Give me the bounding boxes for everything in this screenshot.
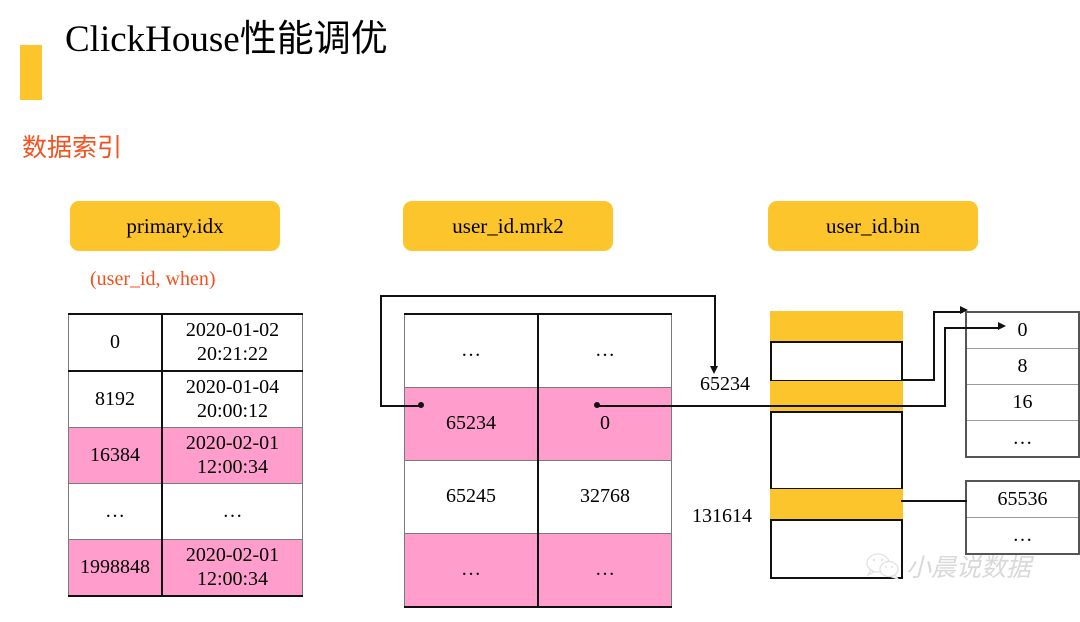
cell-when-date: … bbox=[222, 499, 243, 522]
cell-block-offset: … bbox=[404, 313, 539, 388]
connector-line bbox=[944, 327, 1000, 329]
table-row: 8 bbox=[965, 348, 1080, 385]
connector-line bbox=[901, 500, 967, 502]
table-row: … bbox=[965, 517, 1080, 555]
connector-line bbox=[901, 379, 935, 381]
cell-when-time: 12:00:34 bbox=[196, 455, 269, 478]
cell-when-date: 2020-02-01 bbox=[185, 431, 280, 454]
table-row: … … bbox=[404, 313, 672, 388]
cell-when: 2020-01-02 20:21:22 bbox=[161, 313, 303, 372]
label-offset-65234: 65234 bbox=[700, 373, 750, 395]
table-row: 65245 32768 bbox=[404, 460, 672, 534]
file-label-user-id-mrk2: user_id.mrk2 bbox=[403, 201, 613, 251]
cell-when-date: 2020-01-04 bbox=[185, 375, 280, 398]
granule-offsets-bottom-table: 65536 … bbox=[965, 480, 1080, 555]
arrow-right-icon bbox=[960, 306, 968, 314]
bin-compressed-block-3 bbox=[770, 489, 903, 520]
table-row: 1998848 2020-02-01 12:00:34 bbox=[68, 539, 303, 597]
cell-offset: … bbox=[965, 420, 1080, 458]
cell-block-offset: … bbox=[404, 533, 539, 608]
table-row: 65536 bbox=[965, 480, 1080, 518]
cell-granule-offset: … bbox=[537, 533, 672, 608]
watermark-text: 小晨说数据 bbox=[906, 554, 1032, 582]
connector-line bbox=[380, 295, 382, 406]
primary-idx-table: 0 2020-01-02 20:21:22 8192 2020-01-04 20… bbox=[68, 313, 303, 597]
cell-granule-offset: … bbox=[537, 313, 672, 388]
cell-granule-offset: 0 bbox=[537, 387, 672, 461]
cell-offset: 16 bbox=[965, 384, 1080, 421]
cell-when: 2020-01-04 20:00:12 bbox=[161, 370, 303, 428]
cell-offset: 65536 bbox=[965, 480, 1080, 518]
cell-mark: 0 bbox=[68, 313, 163, 372]
cell-offset: 8 bbox=[965, 348, 1080, 385]
cell-when-time: 20:00:12 bbox=[196, 399, 269, 422]
table-row: … … bbox=[68, 483, 303, 540]
cell-offset: 0 bbox=[965, 311, 1080, 349]
wechat-icon bbox=[866, 553, 899, 579]
cell-when-time: 20:21:22 bbox=[196, 342, 269, 365]
arrow-down-icon bbox=[710, 366, 718, 374]
page-title: ClickHouse性能调优 bbox=[65, 19, 388, 60]
file-label-primary-idx: primary.idx bbox=[70, 201, 280, 251]
bin-compressed-block-1 bbox=[770, 311, 903, 342]
file-label-user-id-bin: user_id.bin bbox=[768, 201, 978, 251]
arrow-right-icon bbox=[998, 322, 1006, 330]
cell-block-offset: 65245 bbox=[404, 460, 539, 534]
cell-granule-offset: 32768 bbox=[537, 460, 672, 534]
cell-mark: 1998848 bbox=[68, 539, 163, 597]
connector-line bbox=[380, 295, 716, 297]
cell-when: 2020-02-01 12:00:34 bbox=[161, 539, 303, 597]
cell-when-date: 2020-01-02 bbox=[185, 318, 280, 341]
connector-line bbox=[598, 405, 946, 407]
table-row: 8192 2020-01-04 20:00:12 bbox=[68, 370, 303, 428]
cell-mark: … bbox=[68, 483, 163, 540]
table-row: … bbox=[965, 420, 1080, 458]
table-row: 16 bbox=[965, 384, 1080, 421]
table-row: 65234 0 bbox=[404, 387, 672, 461]
table-row: 0 bbox=[965, 311, 1080, 349]
connector-line bbox=[933, 311, 963, 313]
cell-mark: 8192 bbox=[68, 370, 163, 428]
bin-uncompressed-block-2 bbox=[770, 411, 903, 490]
bin-uncompressed-block-1 bbox=[770, 341, 903, 382]
cell-when-time: 12:00:34 bbox=[196, 567, 269, 590]
cell-block-offset: 65234 bbox=[404, 387, 539, 461]
table-row: … … bbox=[404, 533, 672, 608]
connector-line bbox=[714, 295, 716, 367]
cell-offset: … bbox=[965, 517, 1080, 555]
user-id-mrk2-table: … … 65234 0 65245 32768 … … bbox=[404, 313, 672, 608]
bin-compressed-block-2 bbox=[770, 381, 903, 412]
title-accent-bar bbox=[20, 45, 42, 100]
connector-line bbox=[380, 405, 422, 407]
primary-key-note: (user_id, when) bbox=[90, 268, 216, 290]
connector-endpoint-dot bbox=[418, 402, 424, 408]
section-title: 数据索引 bbox=[22, 135, 123, 162]
connector-endpoint-dot bbox=[594, 402, 600, 408]
connector-line bbox=[944, 327, 946, 407]
cell-when: … bbox=[161, 483, 303, 540]
connector-line bbox=[933, 311, 935, 381]
granule-offsets-top-table: 0 8 16 … bbox=[965, 311, 1080, 458]
watermark: 小晨说数据 bbox=[866, 548, 1031, 584]
label-offset-131614: 131614 bbox=[692, 505, 752, 527]
table-row: 0 2020-01-02 20:21:22 bbox=[68, 313, 303, 372]
cell-mark: 16384 bbox=[68, 427, 163, 484]
cell-when-date: 2020-02-01 bbox=[185, 543, 280, 566]
table-row: 16384 2020-02-01 12:00:34 bbox=[68, 427, 303, 484]
cell-when: 2020-02-01 12:00:34 bbox=[161, 427, 303, 484]
bin-uncompressed-block-3 bbox=[770, 519, 903, 579]
